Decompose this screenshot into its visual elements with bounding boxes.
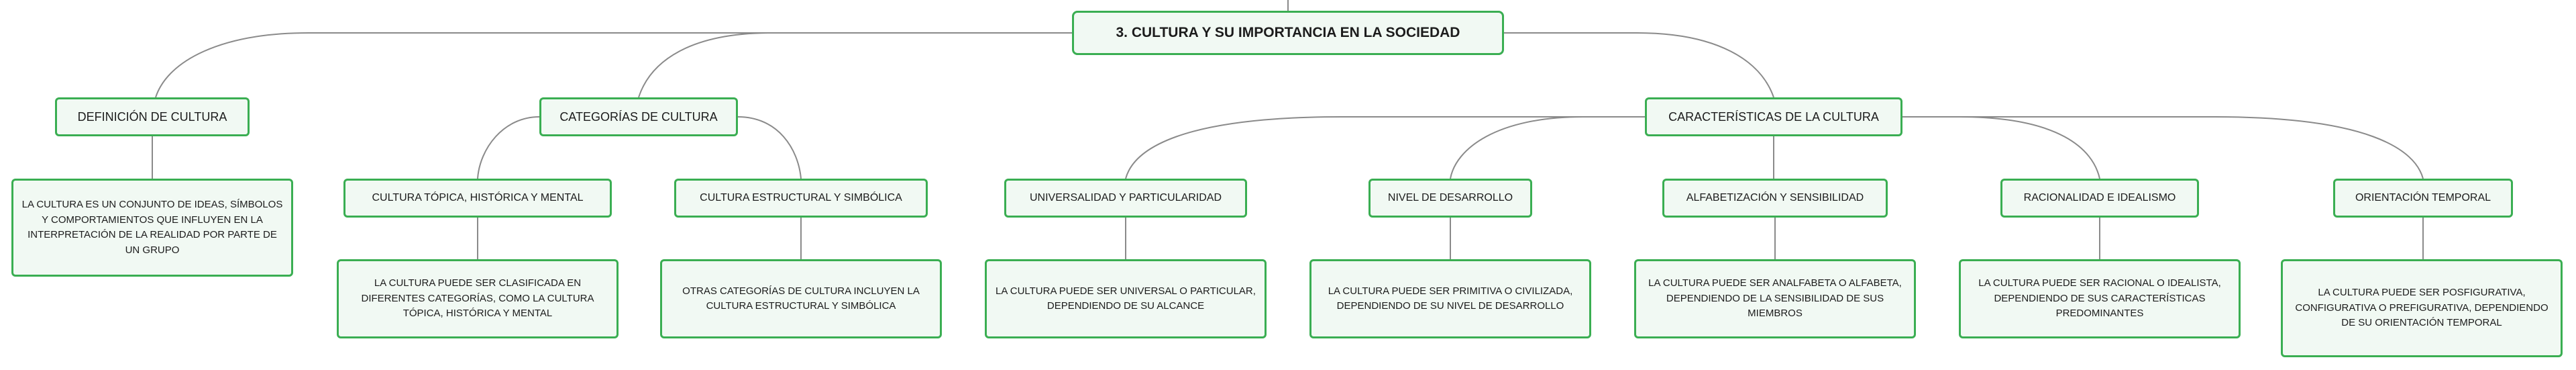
subtopic-cultura-estructural[interactable]: CULTURA ESTRUCTURAL Y SIMBÓLICA [674,179,928,218]
subtopic-universalidad[interactable]: UNIVERSALIDAD Y PARTICULARIDAD [1004,179,1247,218]
cultura-estructural-description: OTRAS CATEGORÍAS DE CULTURA INCLUYEN LA … [660,259,942,338]
caracteristicas-to-racionalidad-connector [1902,116,2100,179]
orientacion-temporal-description: LA CULTURA PUEDE SER POSFIGURATIVA, CONF… [2281,259,2563,357]
caracteristicas-to-universalidad-connector [1125,116,1645,179]
subtopic-racionalidad[interactable]: RACIONALIDAD E IDEALISMO [2000,179,2199,218]
universalidad-description: LA CULTURA PUEDE SER UNIVERSAL O PARTICU… [985,259,1267,338]
root-topic[interactable]: 3. CULTURA Y SU IMPORTANCIA EN LA SOCIED… [1072,11,1504,55]
caracteristicas-to-nivel-connector [1450,116,1645,179]
subtopic-alfabetizacion[interactable]: ALFABETIZACIÓN Y SENSIBILIDAD [1662,179,1888,218]
branch-definicion[interactable]: DEFINICIÓN DE CULTURA [55,97,250,136]
branch-categorias[interactable]: CATEGORÍAS DE CULTURA [539,97,738,136]
caracteristicas-to-orientacion-connector [1902,116,2424,179]
racionalidad-description: LA CULTURA PUEDE SER RACIONAL O IDEALIST… [1959,259,2241,338]
root-to-definicion-connector [155,32,1072,98]
subtopic-cultura-topica[interactable]: CULTURA TÓPICA, HISTÓRICA Y MENTAL [343,179,612,218]
subtopic-orientacion-temporal[interactable]: ORIENTACIÓN TEMPORAL [2333,179,2513,218]
cultura-topica-description: LA CULTURA PUEDE SER CLASIFICADA EN DIFE… [337,259,619,338]
alfabetizacion-description: LA CULTURA PUEDE SER ANALFABETA O ALFABE… [1634,259,1916,338]
definicion-description: LA CULTURA ES UN CONJUNTO DE IDEAS, SÍMB… [11,179,293,277]
branch-caracteristicas[interactable]: CARACTERÍSTICAS DE LA CULTURA [1645,97,1902,136]
categorias-to-topica-connector [477,116,540,179]
categorias-to-estructural-connector [737,116,802,179]
subtopic-nivel-desarrollo[interactable]: NIVEL DE DESARROLLO [1368,179,1532,218]
root-to-categorias-connector [638,32,1072,98]
root-to-caracteristicas-connector [1504,32,1774,98]
nivel-desarrollo-description: LA CULTURA PUEDE SER PRIMITIVA O CIVILIZ… [1309,259,1591,338]
